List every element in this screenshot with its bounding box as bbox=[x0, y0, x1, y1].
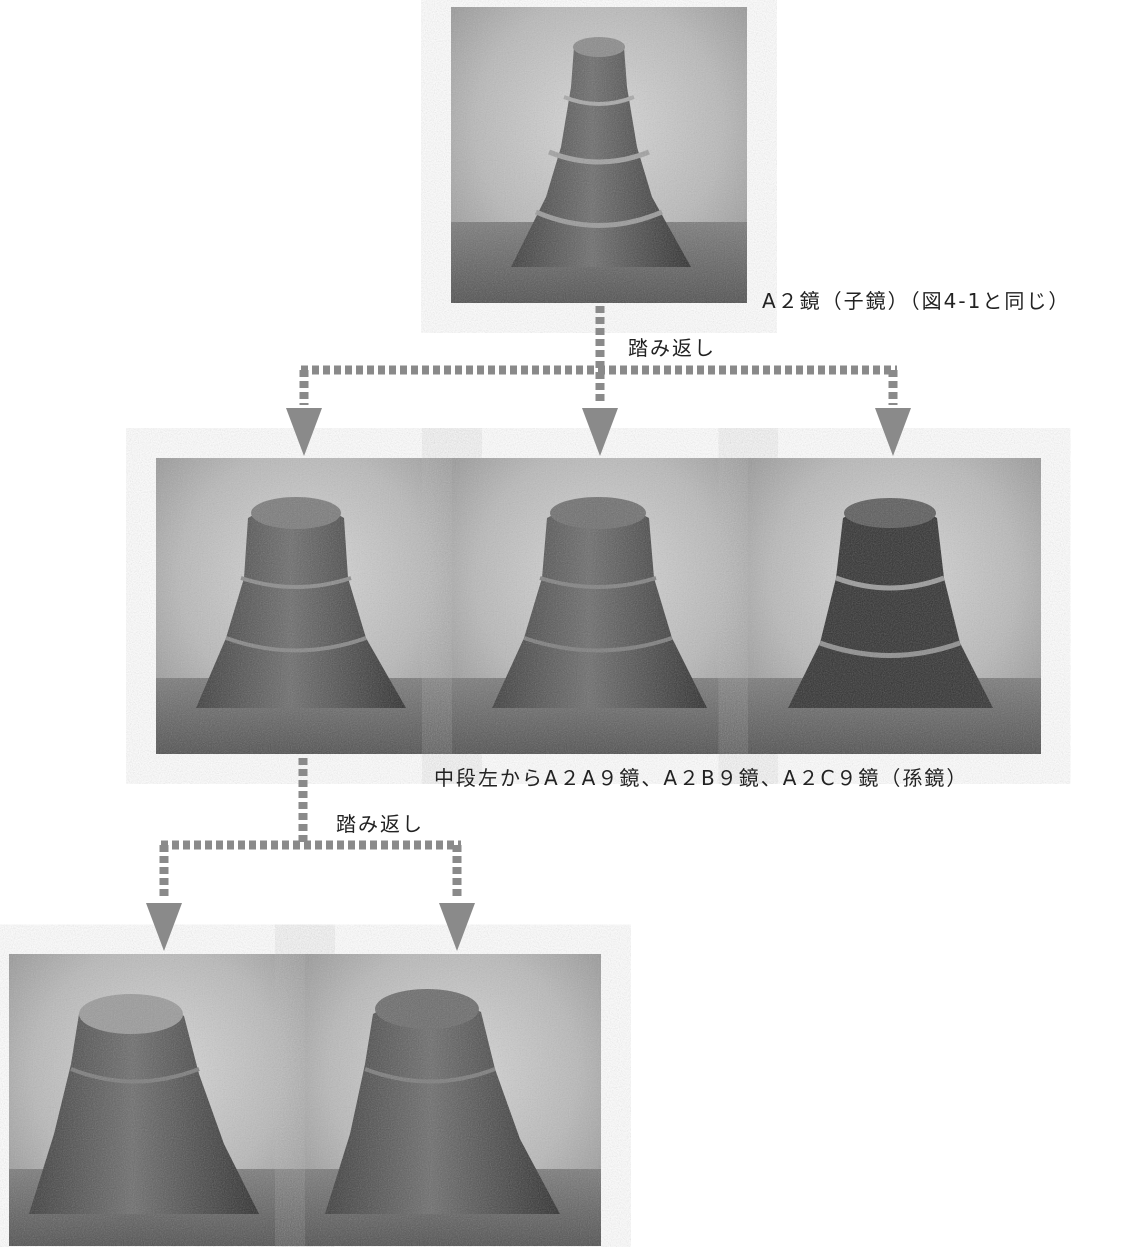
photo-bottom-left bbox=[9, 954, 305, 1246]
caption-middle: 中段左からA２A９鏡、A２B９鏡、A２C９鏡（孫鏡） bbox=[434, 762, 968, 791]
arrow-to-a2c9 bbox=[875, 408, 911, 456]
connector-top bbox=[301, 306, 897, 405]
photo-bottom-right bbox=[305, 954, 601, 1246]
caption-step-1: 踏み返し bbox=[628, 332, 716, 361]
photo-a2a9 bbox=[156, 458, 452, 754]
arrow-to-bottom-right bbox=[439, 903, 475, 951]
photo-a2b9 bbox=[452, 458, 748, 754]
photo-a2c9 bbox=[748, 458, 1041, 754]
arrow-to-a2b9 bbox=[582, 408, 618, 456]
photo-a2 bbox=[451, 7, 747, 303]
arrow-to-a2a9 bbox=[286, 408, 322, 456]
arrow-to-bottom-left bbox=[146, 903, 182, 951]
caption-step-2: 踏み返し bbox=[336, 808, 424, 837]
caption-top: A２鏡（子鏡）（図4-1と同じ） bbox=[762, 285, 1070, 314]
